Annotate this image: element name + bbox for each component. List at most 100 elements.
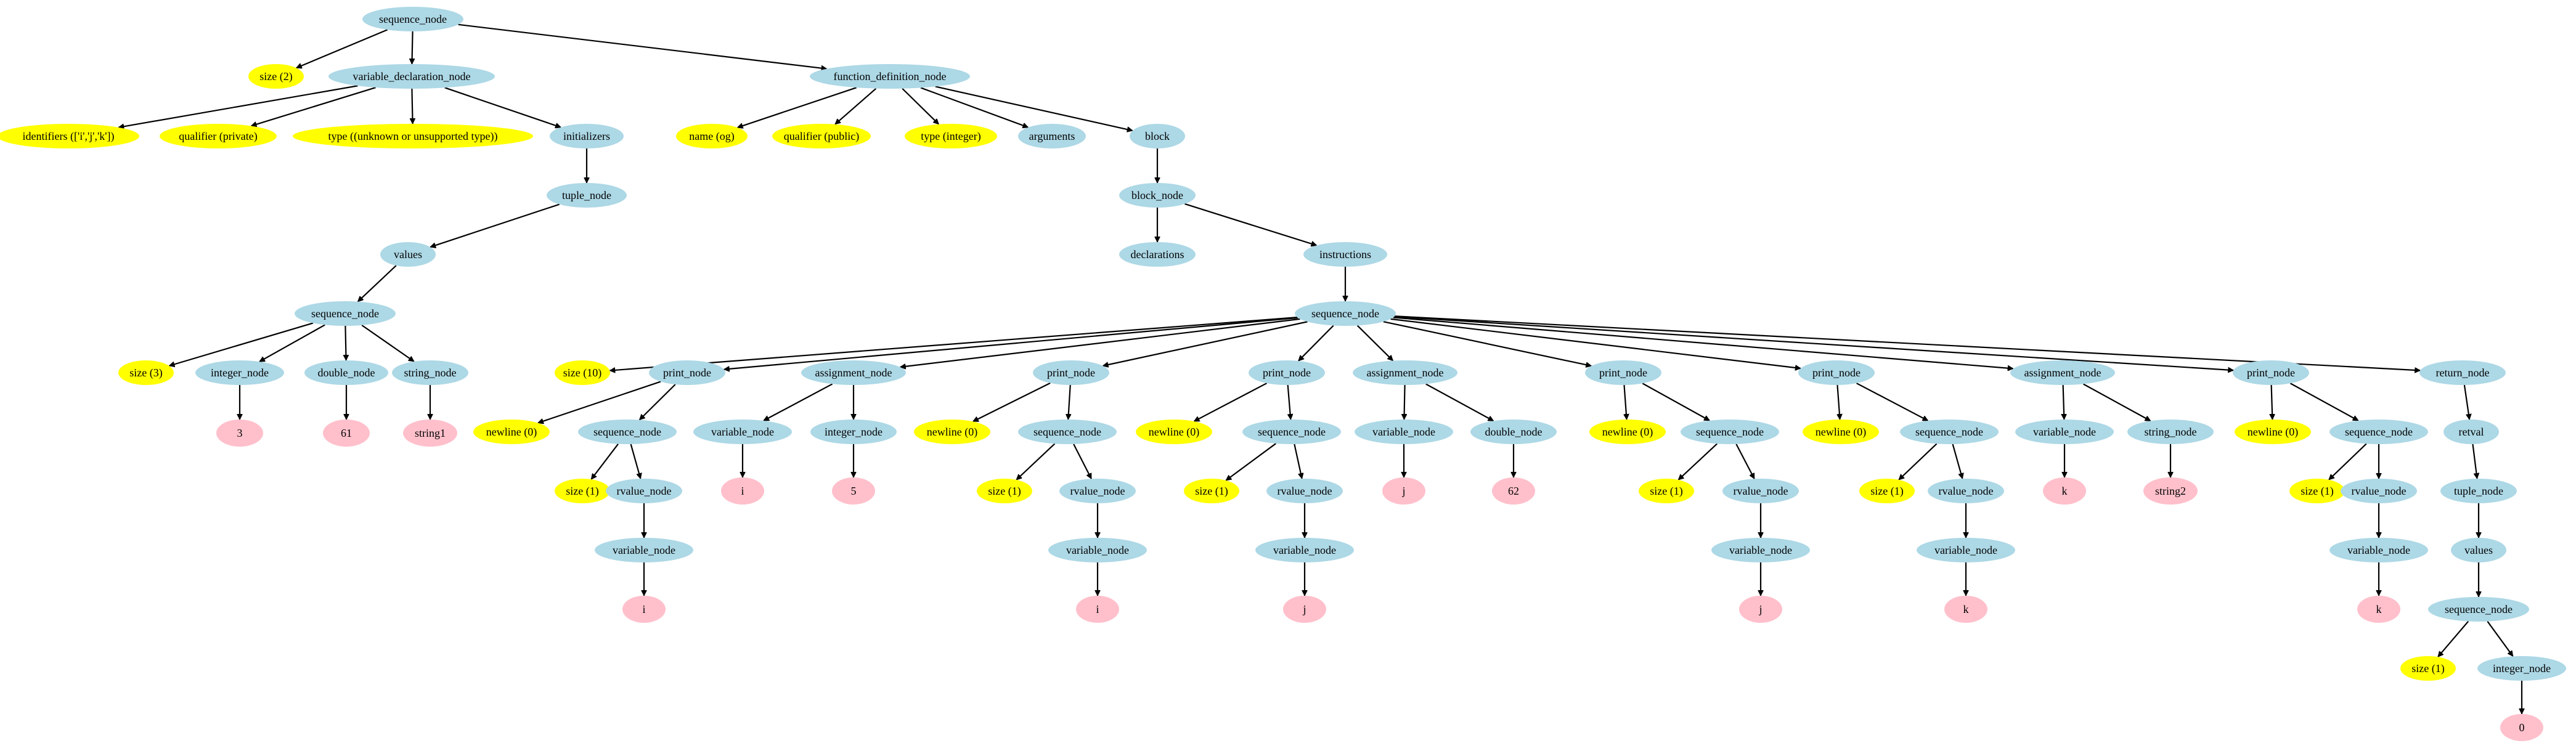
- tree-node-n83: variable_node: [2329, 538, 2428, 562]
- node-label: rvalue_node: [1939, 485, 1994, 497]
- node-label: type (integer): [921, 130, 980, 143]
- edge-n3-n21: [920, 87, 1028, 127]
- tree-node-n72: k: [1944, 596, 1987, 623]
- edge-n26-n66: [1390, 318, 1801, 368]
- edge-n26-n78: [1394, 315, 2233, 370]
- node-label: print_node: [1047, 367, 1095, 379]
- tree-node-n60: newline (0): [1589, 420, 1666, 444]
- node-shape-internal: [2440, 479, 2517, 503]
- node-shape-internal: [810, 64, 970, 89]
- node-shape-attribute: [0, 124, 139, 148]
- tree-node-n30: sequence_node: [578, 420, 677, 444]
- tree-node-n11: size (3): [118, 360, 174, 385]
- edge-n68-n70: [1952, 444, 1963, 479]
- node-label: assignment_node: [815, 367, 892, 379]
- node-label: values: [394, 248, 422, 261]
- node-shape-internal: [1722, 479, 1799, 503]
- tree-node-n48: newline (0): [1136, 420, 1212, 444]
- edge-n86-n87: [2472, 444, 2477, 479]
- node-shape-internal: [295, 301, 396, 326]
- node-shape-attribute: [772, 124, 871, 148]
- tree-node-n39: 5: [832, 477, 875, 505]
- edge-n73-n74: [2063, 384, 2064, 420]
- tree-node-n27: size (10): [555, 360, 610, 385]
- tree-node-n64: variable_node: [1711, 538, 1810, 562]
- node-shape-internal: [380, 242, 436, 267]
- node-label: assignment_node: [1367, 367, 1444, 379]
- node-label: variable_node: [2347, 544, 2410, 556]
- node-label: integer_node: [2493, 662, 2551, 675]
- edge-n3-n18: [738, 87, 857, 128]
- tree-node-n2: variable_declaration_node: [328, 64, 495, 89]
- node-label: qualifier (private): [179, 130, 257, 143]
- node-label: sequence_node: [2445, 603, 2513, 615]
- tree-node-n57: double_node: [1470, 420, 1557, 444]
- tree-node-n80: sequence_node: [2329, 420, 2428, 444]
- node-label: size (1): [988, 485, 1021, 498]
- tree-node-n81: size (1): [2289, 479, 2345, 503]
- tree-node-n75: k: [2043, 477, 2086, 505]
- tree-node-n54: assignment_node: [1353, 360, 1457, 385]
- edge-n49-n51: [1294, 444, 1302, 479]
- tree-node-n37: i: [721, 477, 764, 505]
- node-label: sequence_node: [311, 307, 379, 320]
- edge-n8-n9: [430, 203, 560, 247]
- node-shape-internal: [2329, 538, 2428, 562]
- tree-node-n25: instructions: [1303, 242, 1387, 267]
- node-label: variable_node: [2033, 426, 2096, 438]
- tree-node-n31: size (1): [555, 479, 610, 503]
- edge-n10-n14: [361, 324, 414, 362]
- node-shape-internal: [1033, 360, 1109, 385]
- edge-n23-n25: [1184, 203, 1316, 245]
- tree-node-n79: newline (0): [2235, 420, 2311, 444]
- node-shape-leaf: [403, 420, 457, 447]
- node-label: size (1): [2411, 662, 2444, 675]
- node-shape-internal: [1900, 420, 1999, 444]
- tree-node-n89: sequence_node: [2428, 597, 2529, 622]
- tree-node-n45: variable_node: [1048, 538, 1147, 562]
- node-shape-attribute: [118, 360, 174, 385]
- node-shape-internal: [1255, 538, 1354, 562]
- node-shape-attribute: [160, 124, 277, 148]
- edge-n3-n19: [835, 87, 877, 125]
- edge-n85-n86: [2463, 384, 2469, 420]
- node-shape-leaf: [323, 420, 370, 447]
- tree-node-n17: string1: [403, 420, 457, 447]
- edge-n0-n1: [296, 29, 388, 68]
- tree-node-n12: integer_node: [195, 360, 284, 385]
- node-shape-internal: [595, 538, 693, 562]
- node-shape-attribute: [2400, 656, 2456, 681]
- node-label: sequence_node: [1311, 307, 1379, 320]
- node-shape-internal: [1303, 242, 1387, 267]
- tree-node-n51: rvalue_node: [1266, 479, 1343, 503]
- tree-node-n22: block: [1130, 124, 1185, 148]
- node-shape-leaf: [832, 477, 875, 505]
- edge-n30-n31: [590, 443, 619, 479]
- node-label: variable_node: [1273, 544, 1336, 556]
- node-label: variable_node: [1729, 544, 1792, 556]
- edge-n2-n7: [444, 87, 561, 127]
- node-shape-internal: [328, 64, 495, 89]
- tree-node-n63: rvalue_node: [1722, 479, 1799, 503]
- node-shape-internal: [304, 360, 388, 385]
- node-label: k: [2376, 603, 2382, 615]
- node-shape-internal: [1917, 538, 2015, 562]
- node-shape-internal: [2010, 360, 2115, 385]
- node-label: size (10): [563, 367, 601, 379]
- tree-node-n1: size (2): [248, 64, 304, 89]
- node-shape-internal: [1711, 538, 1810, 562]
- node-label: retval: [2459, 426, 2484, 438]
- edge-n26-n85: [1395, 315, 2420, 370]
- edge-n66-n68: [1856, 383, 1928, 421]
- tree-node-n90: size (1): [2400, 656, 2456, 681]
- node-label: print_node: [663, 367, 711, 379]
- tree-node-n7: initializers: [550, 124, 624, 148]
- edge-n26-n73: [1393, 317, 2013, 368]
- node-label: size (1): [566, 485, 598, 498]
- tree-node-n9: values: [380, 242, 436, 267]
- node-label: return_node: [2436, 367, 2490, 379]
- tree-node-n20: type (integer): [905, 124, 997, 148]
- edge-n78-n80: [2289, 383, 2358, 421]
- node-label: tuple_node: [562, 189, 611, 201]
